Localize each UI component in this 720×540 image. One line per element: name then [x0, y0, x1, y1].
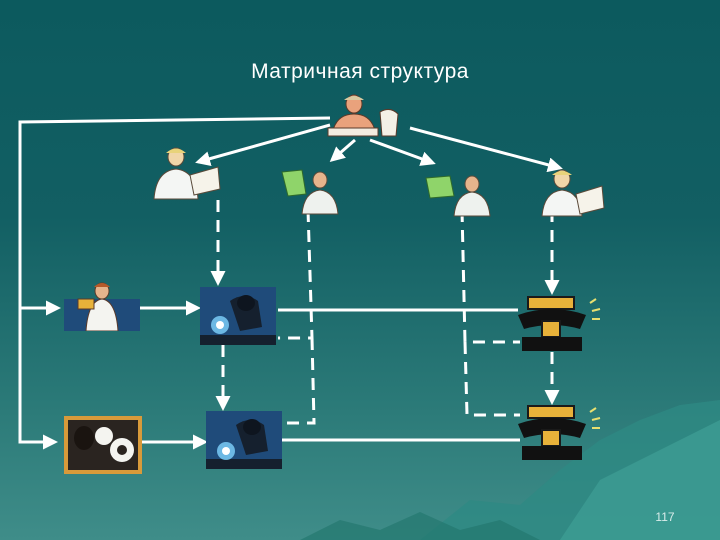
- dash-project1-to-worker2: [282, 337, 316, 425]
- arrow-to-functional-1: [195, 123, 331, 166]
- manager-with-scroll-icon: [153, 147, 221, 200]
- arrow-to-project-1: [329, 138, 356, 162]
- line-top-to-left-frame: [18, 116, 331, 450]
- welder-icon: [200, 287, 276, 345]
- director-at-desk-icon: [327, 94, 399, 137]
- arrow-to-project-2: [369, 138, 436, 166]
- dash-project1-to-worker1: [278, 209, 314, 340]
- page-number: 117: [655, 510, 675, 524]
- mechanic-gears-icon: [64, 416, 142, 474]
- manager-with-scroll-icon: [541, 169, 605, 217]
- machine-press-icon: [518, 296, 601, 351]
- dash-project2-to-machine1: [460, 209, 520, 344]
- dash-project2-to-machine2: [463, 341, 520, 417]
- manager-with-folder-icon: [425, 175, 491, 217]
- arrow-to-functional-2: [409, 126, 563, 173]
- manager-with-folder-icon: [281, 169, 339, 215]
- engineer-with-clipboard-icon: [64, 282, 140, 331]
- welder-icon: [206, 411, 282, 469]
- machine-press-icon: [518, 405, 601, 460]
- slide-title: Матричная структура: [251, 60, 469, 83]
